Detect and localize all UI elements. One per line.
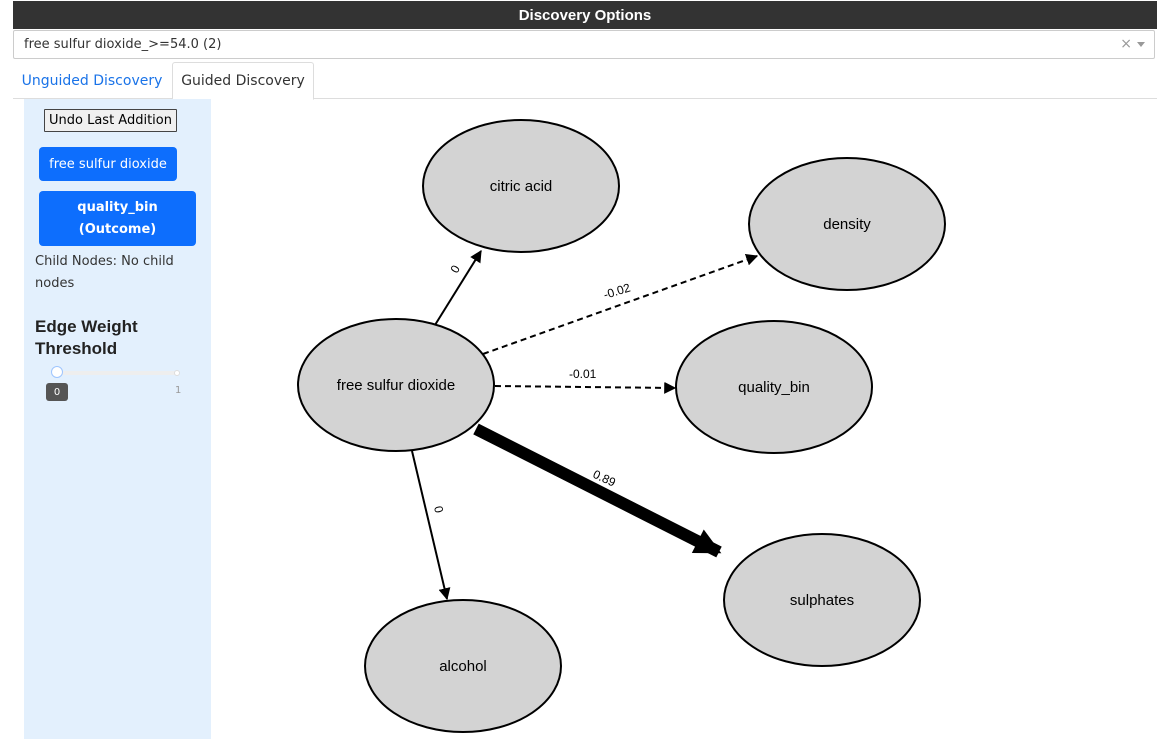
graph-node-citric-acid-label: citric acid	[490, 178, 553, 195]
slider-max-label: 1	[175, 385, 182, 396]
graph-node-density-label: density	[823, 216, 871, 233]
graph-node-sulphates[interactable]: sulphates	[723, 533, 921, 667]
tab-guided-discovery[interactable]: Guided Discovery	[172, 62, 314, 100]
path-node-quality-bin-sub: (Outcome)	[78, 221, 157, 237]
path-node-quality-bin-button[interactable]: quality_bin (Outcome)	[39, 191, 196, 246]
edge-fsd-sulphates[interactable]	[473, 423, 722, 558]
graph-node-sulphates-label: sulphates	[790, 592, 854, 609]
clear-icon[interactable]: ×	[1120, 36, 1132, 52]
tab-unguided-discovery[interactable]: Unguided Discovery	[21, 72, 163, 89]
header-title: Discovery Options	[518, 6, 652, 24]
edge-weight-label-density: -0.02	[602, 280, 633, 301]
path-node-quality-bin-label: quality_bin	[77, 199, 158, 215]
graph-node-quality-bin-label: quality_bin	[738, 379, 810, 396]
discovery-options-header: Discovery Options	[13, 1, 1157, 29]
chevron-down-icon[interactable]	[1137, 42, 1145, 47]
rule-select-value: free sulfur dioxide_>=54.0 (2)	[24, 37, 222, 52]
edge-fsd-density[interactable]	[482, 253, 759, 355]
graph-node-free-sulfur-dioxide-label: free sulfur dioxide	[337, 377, 455, 394]
graph-node-alcohol-label: alcohol	[439, 658, 487, 675]
child-nodes-text: Child Nodes: No child nodes	[35, 254, 174, 291]
edge-weight-label-alcohol: 0	[431, 505, 446, 515]
edge-weight-slider-max-marker	[174, 370, 180, 376]
causal-graph[interactable]: 0 -0.02 -0.01 0.89 0 free sulfur dioxide…	[211, 99, 1157, 739]
edge-weight-label-quality: -0.01	[569, 367, 597, 381]
edge-weight-slider-track[interactable]	[57, 371, 178, 375]
edge-weight-threshold-title: Edge Weight Threshold	[35, 317, 138, 358]
guided-sidebar: Undo Last Addition free sulfur dioxide q…	[24, 99, 211, 739]
graph-node-alcohol[interactable]: alcohol	[364, 599, 562, 733]
graph-node-free-sulfur-dioxide[interactable]: free sulfur dioxide	[297, 318, 495, 452]
path-node-free-sulfur-dioxide-button[interactable]: free sulfur dioxide	[39, 147, 177, 181]
slider-value-badge: 0	[46, 383, 68, 401]
edge-fsd-quality-bin[interactable]	[494, 381, 677, 394]
edge-weight-label-citric: 0	[447, 262, 463, 275]
edge-weight-slider-handle[interactable]	[51, 366, 63, 378]
graph-node-density[interactable]: density	[748, 157, 946, 291]
rule-select[interactable]: free sulfur dioxide_>=54.0 (2) ×	[13, 30, 1155, 59]
graph-node-citric-acid[interactable]: citric acid	[422, 119, 620, 253]
graph-node-quality-bin[interactable]: quality_bin	[675, 320, 873, 454]
edge-fsd-citric-acid[interactable]	[434, 249, 482, 326]
edge-fsd-alcohol[interactable]	[411, 450, 451, 601]
undo-last-addition-button[interactable]: Undo Last Addition	[44, 109, 177, 132]
discovery-tabs: Unguided Discovery Guided Discovery	[13, 62, 1157, 100]
